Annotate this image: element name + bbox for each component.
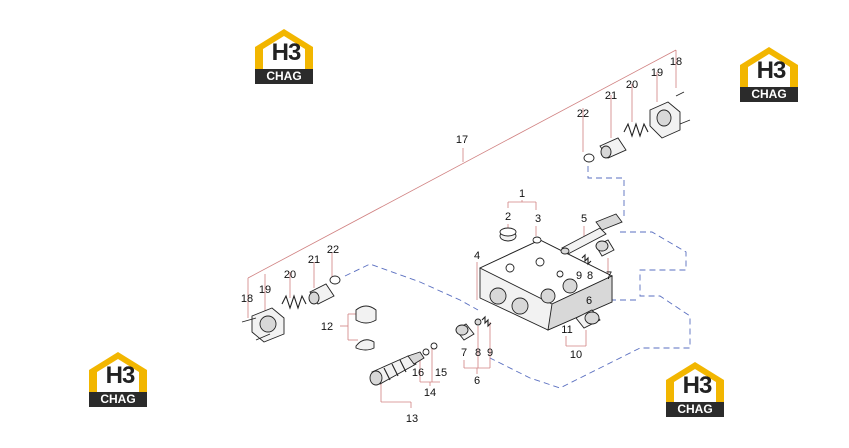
cap-part-2 (499, 227, 517, 242)
logo-text: CHAG (740, 87, 798, 102)
callout-16: 16 (412, 367, 424, 379)
callout-21-left: 21 (308, 254, 320, 266)
callout-labels: 17 18 19 20 21 22 22 21 20 19 18 1 2 3 4… (241, 56, 682, 425)
logo-mark: H3 (271, 39, 302, 66)
callout-18-right: 18 (670, 56, 682, 68)
callout-8-lower: 8 (475, 347, 481, 359)
ring-part-16 (422, 348, 430, 356)
logo-mark: H3 (105, 362, 136, 389)
callout-9-lower: 9 (487, 347, 493, 359)
logo-house-icon (89, 352, 147, 392)
logo-house-icon (740, 47, 798, 87)
ring-part-3 (532, 236, 542, 244)
watermark-logo-bottom-left: H3 CHAG (87, 350, 149, 408)
callout-5: 5 (581, 213, 587, 225)
watermark-logo-top-left: H3 CHAG (253, 27, 315, 85)
callout-20-left: 20 (284, 269, 296, 281)
ring-right (583, 153, 595, 163)
bracket-part-12 (355, 305, 377, 351)
logo-house-icon (666, 362, 724, 402)
watermark-logo-bottom-right: H3 CHAG (664, 360, 726, 418)
plug-part-5 (560, 213, 623, 255)
end-cap-left (241, 307, 285, 343)
washer-part-8-lower (474, 318, 482, 326)
callout-19-left: 19 (259, 284, 271, 296)
callout-22-left: 22 (327, 244, 339, 256)
callout-19-right: 19 (651, 67, 663, 79)
spool-part-13 (369, 351, 425, 386)
ring-part-15 (430, 342, 438, 350)
logo-mark: H3 (682, 372, 713, 399)
leader-lines (247, 49, 677, 408)
callout-17: 17 (456, 134, 468, 146)
plug-part-11 (575, 309, 601, 329)
end-cap-right (649, 91, 691, 139)
logo-text: CHAG (666, 402, 724, 417)
callout-18-left: 18 (241, 293, 253, 305)
callout-20-right: 20 (626, 79, 638, 91)
fitting-part-7-lower (455, 323, 475, 341)
callout-15: 15 (435, 367, 447, 379)
callout-6-right: 6 (586, 295, 592, 307)
fitting-part-7-right (595, 239, 615, 257)
cylinder-left (308, 283, 335, 305)
spring-left (281, 294, 307, 310)
callout-3: 3 (535, 213, 541, 225)
watermark-logo-top-right: H3 CHAG (738, 45, 800, 103)
logo-text: CHAG (89, 392, 147, 407)
cylinder-right (599, 137, 627, 159)
callout-1: 1 (519, 188, 525, 200)
assembly-guide-lines (344, 166, 691, 389)
callout-4: 4 (474, 250, 480, 262)
callout-21-right: 21 (605, 90, 617, 102)
callout-8-right: 8 (587, 270, 593, 282)
callout-9-right: 9 (576, 270, 582, 282)
small-spring-lower (481, 315, 492, 328)
ring-left (329, 275, 341, 285)
callout-13: 13 (406, 413, 418, 425)
logo-house-icon (255, 29, 313, 69)
logo-text: CHAG (255, 69, 313, 84)
valve-body (478, 239, 614, 331)
callout-22-right: 22 (577, 108, 589, 120)
callout-2: 2 (505, 211, 511, 223)
callout-7-right: 7 (606, 270, 612, 282)
small-spring-right (581, 253, 592, 266)
callout-11: 11 (561, 324, 572, 336)
callout-14: 14 (424, 387, 436, 399)
callout-12: 12 (321, 321, 333, 333)
callout-6-lower: 6 (474, 375, 480, 387)
callout-10: 10 (570, 349, 582, 361)
spring-right (623, 122, 649, 138)
logo-mark: H3 (756, 57, 787, 84)
callout-7-lower: 7 (461, 347, 467, 359)
